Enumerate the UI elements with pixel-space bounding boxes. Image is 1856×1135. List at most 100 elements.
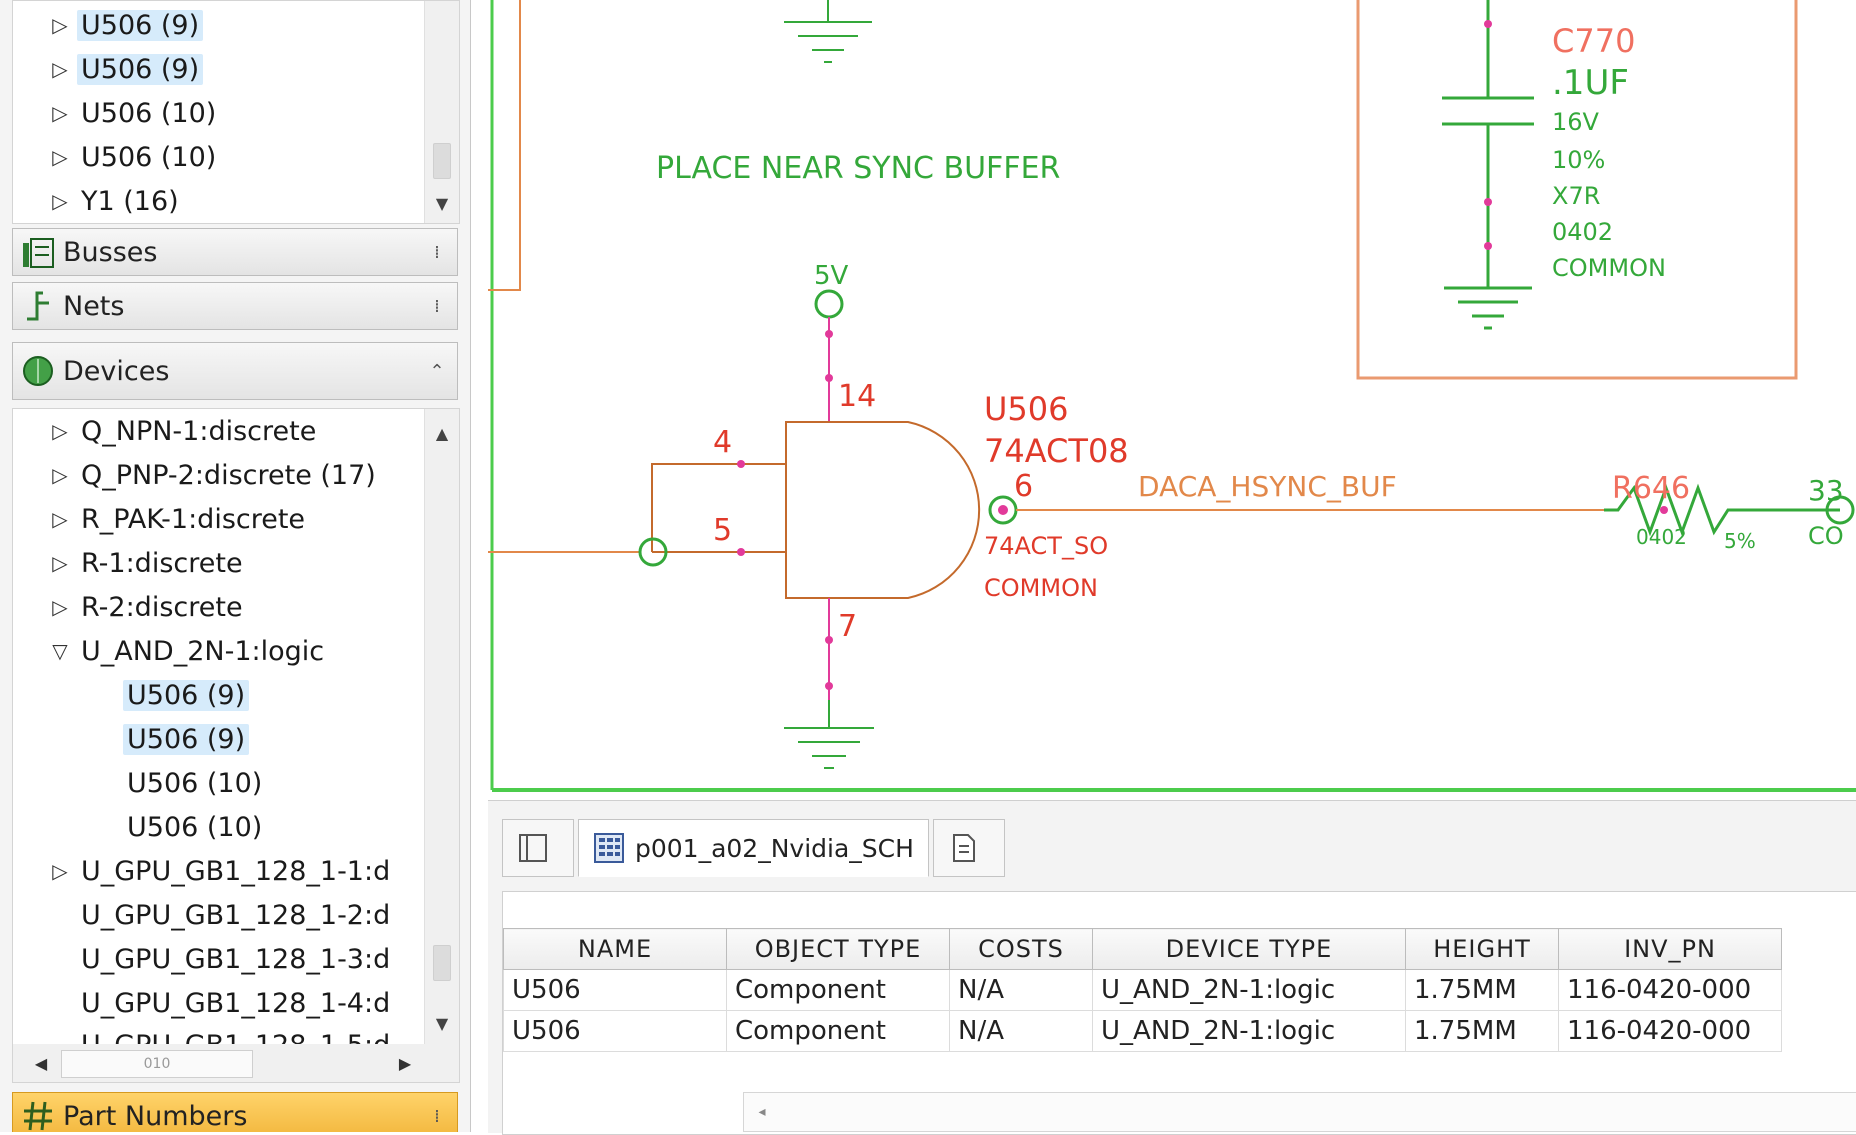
table-cell: 1.75MM	[1405, 1010, 1559, 1052]
schematic-canvas[interactable]: PLACE NEAR SYNC BUFFER C770 .1UF 16V 10%…	[488, 0, 1856, 796]
document-tab[interactable]	[932, 819, 1005, 877]
tree-item-label: U506 (10)	[81, 97, 217, 129]
table-row[interactable]: U506 Component N/A U_AND_2N-1:logic 1.75…	[503, 969, 1782, 1011]
expand-arrow-icon[interactable]: ▷	[52, 101, 68, 125]
tree-item[interactable]: ▷ U506 (10)	[43, 137, 220, 177]
gate-bom: COMMON	[984, 574, 1098, 602]
devices-tree-scrollbar[interactable]: ▲ ▼	[424, 409, 459, 1045]
tab-schematic[interactable]: p001_a02_Nvidia_SCH	[578, 819, 929, 877]
tree-child-item[interactable]: U506 (10)	[123, 807, 266, 847]
gate-refdes: U506	[984, 390, 1069, 428]
hscroll-label: 010	[143, 1056, 171, 1072]
tree-item-label: U_GPU_GB1_128_1-1:d	[81, 855, 391, 887]
tree-item[interactable]: ▷ R-2:discrete	[43, 587, 247, 627]
scroll-down-icon[interactable]: ▼	[435, 1013, 449, 1033]
tree-item[interactable]: U_GPU_GB1_128_1-3:d	[77, 939, 394, 979]
part-numbers-section-header[interactable]: Part Numbers ⁞	[12, 1092, 458, 1132]
tree-item[interactable]: ▷ U_GPU_GB1_128_1-1:d	[43, 851, 394, 891]
devices-tree-hscrollbar[interactable]: ◀ 010 ▶	[12, 1044, 460, 1083]
junction[interactable]	[638, 537, 668, 567]
hscrollbar-thumb[interactable]: 010	[61, 1050, 253, 1078]
column-header[interactable]: COSTS	[949, 928, 1093, 970]
column-header[interactable]: NAME	[503, 928, 727, 970]
tree-top-scrollbar[interactable]: ▼	[424, 1, 459, 223]
tree-item[interactable]: ▷ U506 (9)	[43, 5, 204, 45]
expand-arrow-icon[interactable]: ▷	[52, 57, 68, 81]
expand-arrow-icon[interactable]: ▷	[52, 145, 68, 169]
resistor-tolerance: 5%	[1724, 529, 1756, 553]
table-cell: Component	[726, 969, 950, 1011]
resistor-port[interactable]	[1825, 495, 1855, 525]
scroll-up-icon[interactable]: ▲	[435, 423, 449, 443]
gate-part-number: 74ACT08	[984, 432, 1129, 470]
capacitor-voltage: 16V	[1552, 108, 1600, 136]
tree-item[interactable]: ▷ Q_NPN-1:discrete	[43, 411, 320, 451]
power-port[interactable]	[814, 289, 844, 319]
expand-arrow-icon[interactable]: ▷	[52, 859, 68, 883]
scroll-left-icon[interactable]: ◀	[34, 1053, 48, 1073]
nets-section-header[interactable]: Nets ⁞	[12, 282, 458, 330]
properties-grid[interactable]: NAME OBJECT TYPE COSTS DEVICE TYPE HEIGH…	[502, 891, 1856, 1135]
scrollbar-thumb[interactable]	[433, 143, 451, 179]
tree-item[interactable]: U_GPU_GB1_128_1-2:d	[77, 895, 394, 935]
schematic-drawing[interactable]: PLACE NEAR SYNC BUFFER C770 .1UF 16V 10%…	[488, 0, 1856, 796]
document-tab-bar: p001_a02_Nvidia_SCH	[502, 819, 1009, 877]
tree-item-label: U506 (9)	[123, 723, 250, 755]
and-gate-body[interactable]	[785, 421, 981, 599]
tree-item[interactable]: U_GPU_GB1_128_1-4:d	[77, 983, 394, 1023]
tree-item[interactable]: ▷ Y1 (16)	[43, 181, 183, 221]
section-label: Devices	[63, 355, 170, 387]
section-grip-icon[interactable]: ⁞	[434, 241, 440, 263]
capacitor-frame	[1356, 0, 1798, 380]
tree-item[interactable]: U_GPU_GB1_128_1-5:d	[77, 1025, 394, 1046]
pin-marker	[825, 682, 833, 690]
tree-child-item[interactable]: U506 (9)	[123, 719, 250, 759]
expand-arrow-icon[interactable]: ▷	[52, 551, 68, 575]
scrollbar-thumb[interactable]	[433, 945, 451, 981]
scroll-left-icon[interactable]: ◂	[758, 1104, 766, 1120]
pin-marker	[737, 460, 745, 468]
expand-arrow-icon[interactable]: ▷	[52, 463, 68, 487]
collapse-icon[interactable]: ⌃	[429, 360, 445, 382]
table-cell: 1.75MM	[1405, 969, 1559, 1011]
tree-child-item[interactable]: U506 (10)	[123, 763, 266, 803]
column-header[interactable]: DEVICE TYPE	[1092, 928, 1406, 970]
design-tree-top[interactable]: ▷ U506 (9) ▷ U506 (9) ▷ U506 (10) ▷ U506…	[12, 0, 460, 224]
tree-item[interactable]: ▽ U_AND_2N-1:logic	[43, 631, 328, 671]
grid-hscrollbar[interactable]: ◂	[743, 1092, 1856, 1132]
expand-arrow-icon[interactable]: ▷	[52, 507, 68, 531]
column-header[interactable]: INV_PN	[1558, 928, 1782, 970]
pin-marker	[1484, 20, 1492, 28]
scroll-right-icon[interactable]: ▶	[398, 1053, 412, 1073]
tree-item[interactable]: ▷ Q_PNP-2:discrete (17)	[43, 455, 380, 495]
section-grip-icon[interactable]: ⁞	[434, 1105, 440, 1127]
hash-icon	[13, 1099, 63, 1132]
busses-section-header[interactable]: Busses ⁞	[12, 228, 458, 276]
section-label: Busses	[63, 236, 158, 268]
tree-item[interactable]: ▷ R-1:discrete	[43, 543, 247, 583]
tree-item[interactable]: ▷ R_PAK-1:discrete	[43, 499, 309, 539]
devices-section-header[interactable]: Devices ⌃	[12, 342, 458, 400]
expand-arrow-icon[interactable]: ▷	[52, 419, 68, 443]
capacitor-value: .1UF	[1552, 63, 1629, 103]
pin-marker	[1484, 242, 1492, 250]
tree-item[interactable]: ▷ U506 (9)	[43, 49, 204, 89]
sidebar-toggle-tab[interactable]	[502, 819, 574, 877]
column-header[interactable]: HEIGHT	[1405, 928, 1559, 970]
ground-symbol	[784, 700, 874, 769]
collapse-arrow-icon[interactable]: ▽	[52, 639, 68, 663]
resistor-symbol[interactable]	[1604, 483, 1840, 537]
table-row[interactable]: U506 Component N/A U_AND_2N-1:logic 1.75…	[503, 1010, 1782, 1052]
net-icon	[13, 289, 63, 323]
tree-item-label: U506 (10)	[127, 767, 263, 799]
column-header[interactable]: OBJECT TYPE	[726, 928, 950, 970]
devices-tree[interactable]: ▷ Q_NPN-1:discrete ▷ Q_PNP-2:discrete (1…	[12, 408, 460, 1046]
tree-item[interactable]: ▷ U506 (10)	[43, 93, 220, 133]
table-cell: 116-0420-000	[1558, 969, 1782, 1011]
expand-arrow-icon[interactable]: ▷	[52, 595, 68, 619]
scroll-down-icon[interactable]: ▼	[435, 193, 449, 213]
expand-arrow-icon[interactable]: ▷	[52, 13, 68, 37]
expand-arrow-icon[interactable]: ▷	[52, 189, 68, 213]
tree-child-item[interactable]: U506 (9)	[123, 675, 250, 715]
section-grip-icon[interactable]: ⁞	[434, 295, 440, 317]
